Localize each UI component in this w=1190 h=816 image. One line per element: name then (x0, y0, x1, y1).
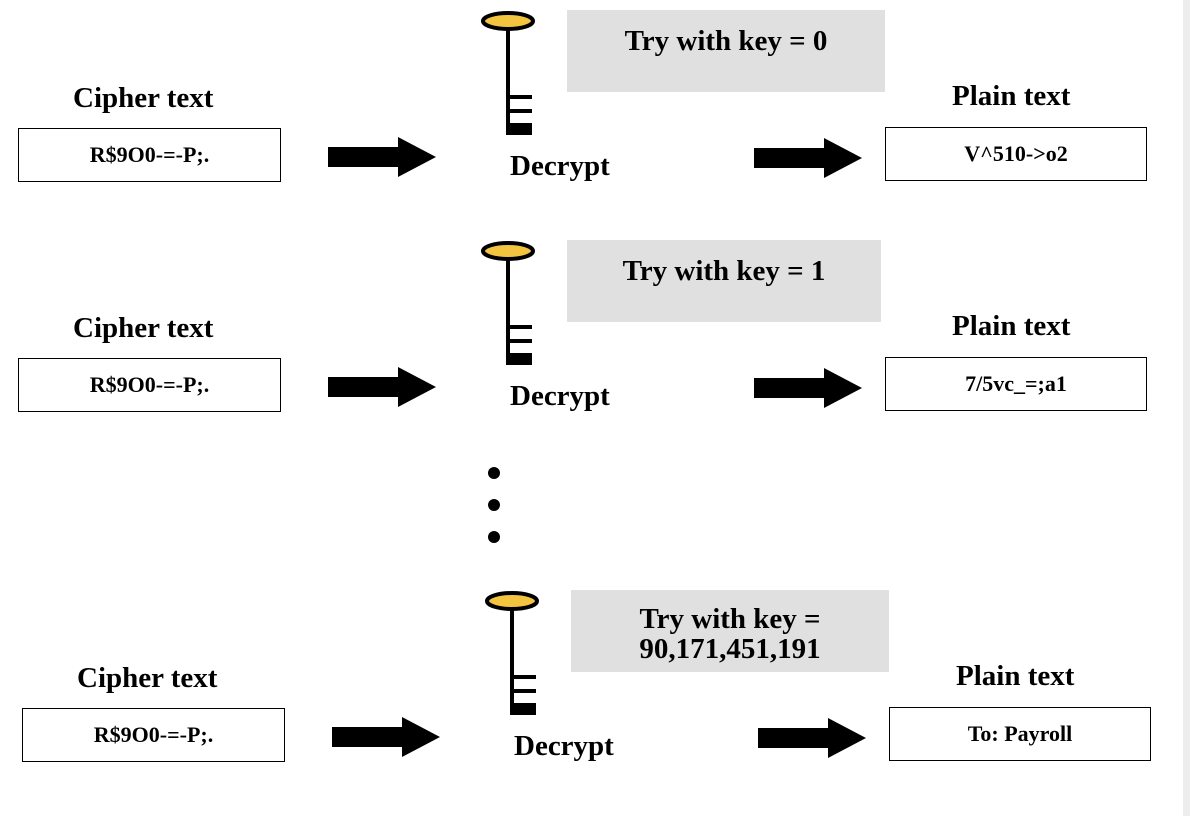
plain-text-label: Plain text (952, 310, 1071, 342)
plain-text-box: V^510->o2 (885, 127, 1147, 181)
cipher-text-label: Cipher text (77, 662, 218, 694)
page-edge-strip (1183, 0, 1190, 816)
decrypt-label: Decrypt (510, 150, 610, 182)
right-arrow-icon (328, 367, 436, 407)
key-icon (485, 591, 539, 715)
cipher-text-box: R$9O0-=-P;. (18, 128, 281, 182)
decryption-attempt-row-1: Try with key = 0 Cipher text R$9O0-=-P;.… (0, 0, 1190, 190)
right-arrow-icon (332, 717, 440, 757)
decryption-attempt-row-3: Try with key = 90,171,451,191 Cipher tex… (4, 580, 1190, 770)
cipher-text-box: R$9O0-=-P;. (22, 708, 285, 762)
vertical-ellipsis-icon (484, 463, 504, 549)
key-attempt-label: Try with key = 0 (624, 25, 828, 57)
key-attempt-label: Try with key = 1 (622, 255, 826, 287)
decryption-attempt-row-2: Try with key = 1 Cipher text R$9O0-=-P;.… (0, 230, 1190, 420)
decrypt-label: Decrypt (514, 730, 614, 762)
cipher-text-value: R$9O0-=-P;. (93, 722, 214, 747)
key-attempt-label-line-2: 90,171,451,191 (639, 633, 821, 665)
cipher-text-label: Cipher text (73, 312, 214, 344)
key-icon (481, 241, 535, 365)
cipher-text-label: Cipher text (73, 82, 214, 114)
ellipsis-dot (488, 467, 500, 479)
decrypt-label: Decrypt (510, 380, 610, 412)
ellipsis-dot (488, 499, 500, 511)
right-arrow-icon (758, 718, 866, 758)
plain-text-value: To: Payroll (967, 721, 1073, 746)
key-attempt-box: Try with key = 90,171,451,191 (571, 590, 889, 672)
key-icon (481, 11, 535, 135)
plain-text-label: Plain text (956, 660, 1075, 692)
ellipsis-dot (488, 531, 500, 543)
key-attempt-box: Try with key = 1 (567, 240, 881, 322)
right-arrow-icon (328, 137, 436, 177)
plain-text-box: To: Payroll (889, 707, 1151, 761)
plain-text-value: V^510->o2 (964, 141, 1068, 166)
right-arrow-icon (754, 368, 862, 408)
right-arrow-icon (754, 138, 862, 178)
plain-text-label: Plain text (952, 80, 1071, 112)
cipher-text-value: R$9O0-=-P;. (89, 142, 210, 167)
cipher-text-value: R$9O0-=-P;. (89, 372, 210, 397)
cipher-text-box: R$9O0-=-P;. (18, 358, 281, 412)
key-attempt-box: Try with key = 0 (567, 10, 885, 92)
key-attempt-label-line-1: Try with key = (639, 603, 821, 635)
plain-text-box: 7/5vc_=;a1 (885, 357, 1147, 411)
plain-text-value: 7/5vc_=;a1 (965, 371, 1067, 396)
